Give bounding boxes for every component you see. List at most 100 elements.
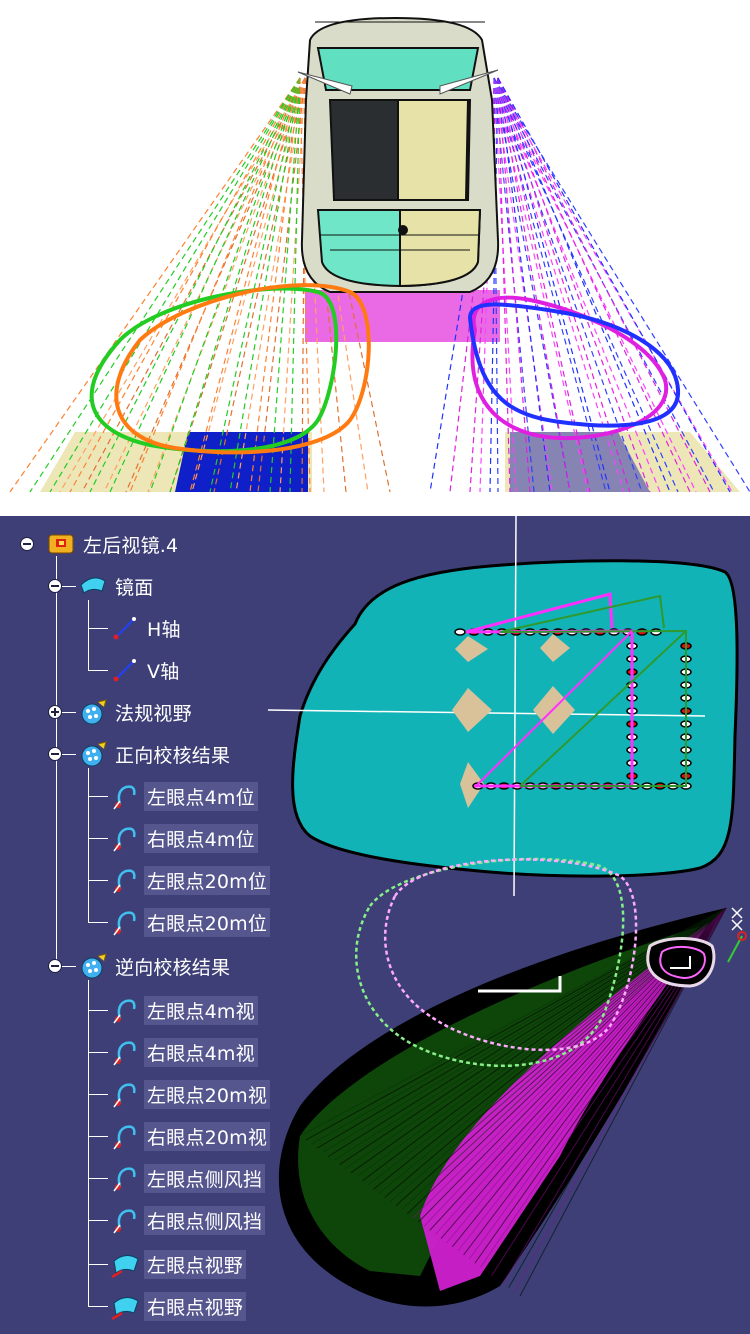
tree-node-16[interactable]: 左眼点视野 (144, 1247, 247, 1281)
vision-ray (299, 77, 311, 493)
tree-connector (56, 754, 76, 755)
surface-icon[interactable] (110, 1291, 140, 1321)
curve-icon[interactable] (110, 1037, 140, 1067)
tree-connector (56, 966, 76, 967)
vision-ray (497, 77, 631, 493)
compass-axis-indicator (727, 907, 747, 963)
vision-ray (497, 77, 691, 493)
tree-connector (88, 628, 108, 629)
tree-node-1[interactable]: H轴 (144, 611, 184, 645)
curve-icon[interactable] (110, 781, 140, 811)
tree-node-15[interactable]: 右眼点侧风挡 (144, 1203, 266, 1237)
vision-ray (169, 77, 306, 493)
cad-geometry-canvas (267, 516, 747, 1307)
tree-connector (88, 1010, 108, 1011)
tree-node-label: 镜面 (115, 576, 154, 599)
tree-node-5[interactable]: 左眼点4m位 (144, 779, 258, 813)
right-eye-blue-outline (467, 302, 681, 428)
tree-node-label: 左眼点4m位 (144, 781, 258, 811)
tree-node-13[interactable]: 右眼点20m视 (144, 1119, 271, 1153)
tree-node-2[interactable]: V轴 (144, 653, 182, 687)
left-eye-orange-outline (114, 283, 371, 455)
tree-node-11[interactable]: 右眼点4m视 (144, 1035, 258, 1069)
part-folder-icon[interactable] (46, 529, 76, 559)
curve-icon[interactable] (110, 823, 140, 853)
tree-node-12[interactable]: 左眼点20m视 (144, 1077, 271, 1111)
collapse-icon[interactable] (48, 959, 62, 973)
vision-ray (301, 77, 306, 493)
tree-node-6[interactable]: 右眼点4m位 (144, 821, 258, 855)
tree-node-10[interactable]: 左眼点4m视 (144, 993, 258, 1027)
tree-connector (88, 670, 108, 671)
v-axis-line (513, 516, 517, 897)
tree-node-9[interactable]: 逆向校核结果 (112, 949, 233, 983)
vision-ray (213, 77, 306, 493)
axis-line-icon[interactable] (110, 613, 140, 643)
curve-icon[interactable] (110, 1121, 140, 1151)
geometrical-set-icon[interactable] (78, 951, 108, 981)
collapse-icon[interactable] (48, 747, 62, 761)
tree-node-7[interactable]: 左眼点20m位 (144, 863, 271, 897)
vision-ray (489, 77, 499, 493)
vision-ray (209, 77, 301, 493)
tree-node-4[interactable]: 正向校核结果 (112, 737, 233, 771)
tree-node-label: 左眼点视野 (144, 1249, 247, 1279)
geometrical-set-icon[interactable] (78, 739, 108, 769)
curve-icon[interactable] (110, 907, 140, 937)
vision-ray (81, 77, 306, 493)
vision-ray (479, 77, 495, 493)
tree-node-label: 正向校核结果 (115, 744, 231, 767)
tree-node-label: 右眼点4m视 (144, 1037, 258, 1067)
tree-node-label: 左眼点20m视 (144, 1079, 271, 1109)
curve-icon[interactable] (110, 865, 140, 895)
tree-node-3[interactable]: 法规视野 (112, 695, 195, 729)
vision-ray (497, 77, 651, 493)
collapse-icon[interactable] (48, 579, 62, 593)
car-rear-view-visualization (0, 0, 750, 500)
curve-icon[interactable] (110, 1079, 140, 1109)
diagonal-green (519, 630, 687, 787)
axis-line-icon[interactable] (110, 655, 140, 685)
diagonal-magenta (475, 630, 633, 787)
tree-connector (88, 600, 89, 670)
tree-connector (88, 768, 89, 922)
curve-icon[interactable] (110, 1163, 140, 1193)
forward-check-green-path (499, 594, 687, 787)
tree-root-node[interactable]: 左后视镜.4 (80, 527, 181, 561)
vision-ray (493, 77, 499, 493)
tree-node-0[interactable]: 镜面 (112, 569, 156, 603)
collapse-icon[interactable] (20, 537, 34, 551)
vision-ray (29, 77, 301, 493)
vision-ray (493, 77, 517, 493)
tree-node-label: H轴 (147, 618, 181, 641)
left-mirror-vision-rays (9, 77, 391, 493)
vision-ray (493, 77, 607, 493)
vision-ray (493, 77, 679, 493)
mirror-surface-icon[interactable] (78, 571, 108, 601)
tree-node-14[interactable]: 左眼点侧风挡 (144, 1161, 266, 1195)
tree-node-17[interactable]: 右眼点视野 (144, 1289, 247, 1323)
surface-icon[interactable] (110, 1249, 140, 1279)
cone-pink-dashed-outline (383, 858, 638, 1052)
tree-connector (88, 880, 108, 881)
cone-white-marker (478, 976, 562, 993)
curve-icon[interactable] (110, 995, 140, 1025)
tree-connector (88, 838, 108, 839)
tree-node-8[interactable]: 右眼点20m位 (144, 905, 271, 939)
tree-connector (88, 1136, 108, 1137)
tree-node-label: 右眼点20m位 (144, 907, 271, 937)
cone-small-marker (670, 956, 691, 969)
vision-ray (149, 77, 301, 493)
tree-connector (88, 1264, 108, 1265)
vision-ray (497, 77, 591, 493)
check-point (454, 628, 466, 636)
vision-ray (493, 77, 750, 493)
vision-ray (493, 77, 697, 493)
expand-icon[interactable] (48, 705, 62, 719)
geometrical-set-icon[interactable] (78, 697, 108, 727)
tree-node-label: 法规视野 (115, 702, 192, 725)
curve-icon[interactable] (110, 1205, 140, 1235)
vision-ray (189, 77, 301, 493)
